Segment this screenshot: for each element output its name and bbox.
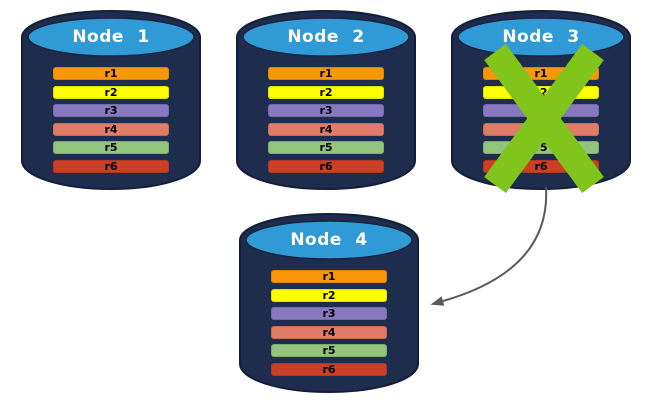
node-2: Node 2 r1 r2 r3 r4 r5 r6 xyxy=(236,6,416,190)
replica-row-r4: r4 xyxy=(268,122,384,136)
node-title: Node 4 xyxy=(290,230,368,250)
cylinder-top xyxy=(245,220,413,260)
node-title: Node 1 xyxy=(72,27,150,47)
replica-row-r1: r1 xyxy=(268,67,384,80)
replica-row-r5: r5 xyxy=(268,141,384,154)
node-3: Node 3 r1 r2 r3 r4 r5 r6 xyxy=(451,6,631,193)
replica-row-r1: r1 xyxy=(271,270,387,283)
node-1: Node 1 r1 r2 r3 r4 r5 r6 xyxy=(21,6,201,190)
replica-row-r3: r3 xyxy=(271,307,387,320)
x-stroke xyxy=(484,44,604,193)
node-4: Node 4 r1 r2 r3 r4 r5 r6 xyxy=(239,209,419,393)
replica-row-r4: r4 xyxy=(53,122,169,136)
replica-rows: r1 r2 r3 r4 r5 r6 xyxy=(271,270,387,381)
cylinder-top xyxy=(27,17,195,57)
failure-x-icon xyxy=(484,44,604,193)
arrow-curve xyxy=(430,186,548,306)
replica-row-r5: r5 xyxy=(53,141,169,154)
node-title: Node 3 xyxy=(502,27,580,47)
replica-row-r6: r6 xyxy=(53,159,169,173)
replica-row-r6: r6 xyxy=(268,159,384,173)
replica-row-r3: r3 xyxy=(53,104,169,117)
replica-row-r2: r2 xyxy=(53,85,169,99)
replica-row-r6: r6 xyxy=(271,362,387,376)
replica-rows: r1 r2 r3 r4 r5 r6 xyxy=(53,67,169,178)
replica-row-r3: r3 xyxy=(268,104,384,117)
replica-row-r4: r4 xyxy=(271,325,387,339)
replica-row-r2: r2 xyxy=(268,85,384,99)
node-title: Node 2 xyxy=(287,27,365,47)
cylinder-top xyxy=(242,17,410,57)
replica-rows: r1 r2 r3 r4 r5 r6 xyxy=(268,67,384,178)
replica-row-r1: r1 xyxy=(53,67,169,80)
replica-row-r5: r5 xyxy=(271,344,387,357)
replica-row-r2: r2 xyxy=(271,288,387,302)
